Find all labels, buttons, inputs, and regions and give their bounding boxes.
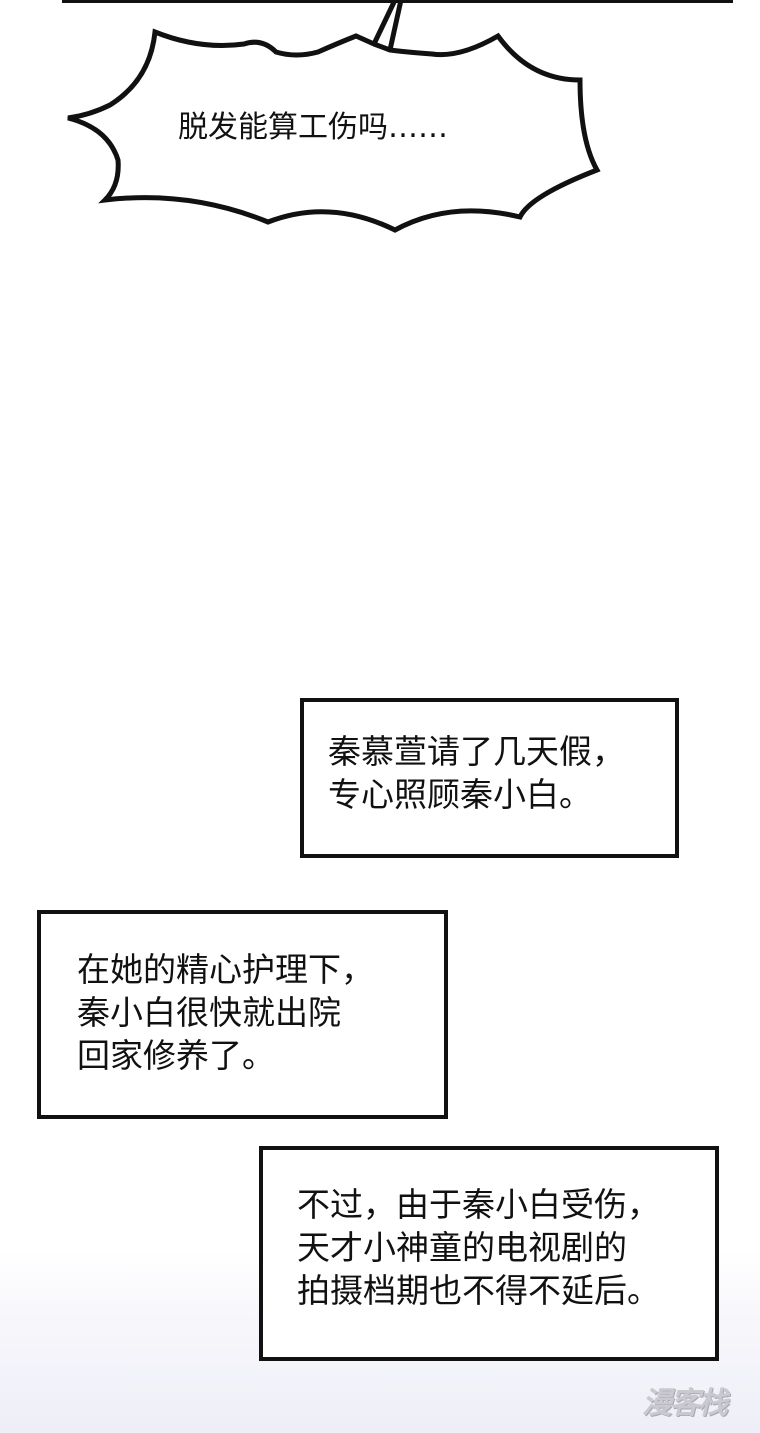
panel-border-bottom	[62, 0, 733, 3]
speech-bubble-text: 脱发能算工伤吗……	[178, 110, 448, 145]
caption-box-2: 在她的精心护理下， 秦小白很快就出院 回家修养了。	[37, 910, 448, 1119]
speech-bubble-shape	[67, 0, 601, 233]
caption-box-3: 不过，由于秦小白受伤， 天才小神童的电视剧的 拍摄档期也不得不延后。	[259, 1146, 719, 1361]
caption-box-1: 秦慕萱请了几天假， 专心照顾秦小白。	[300, 698, 679, 858]
watermark-logo: 漫客栈	[642, 1386, 728, 1421]
